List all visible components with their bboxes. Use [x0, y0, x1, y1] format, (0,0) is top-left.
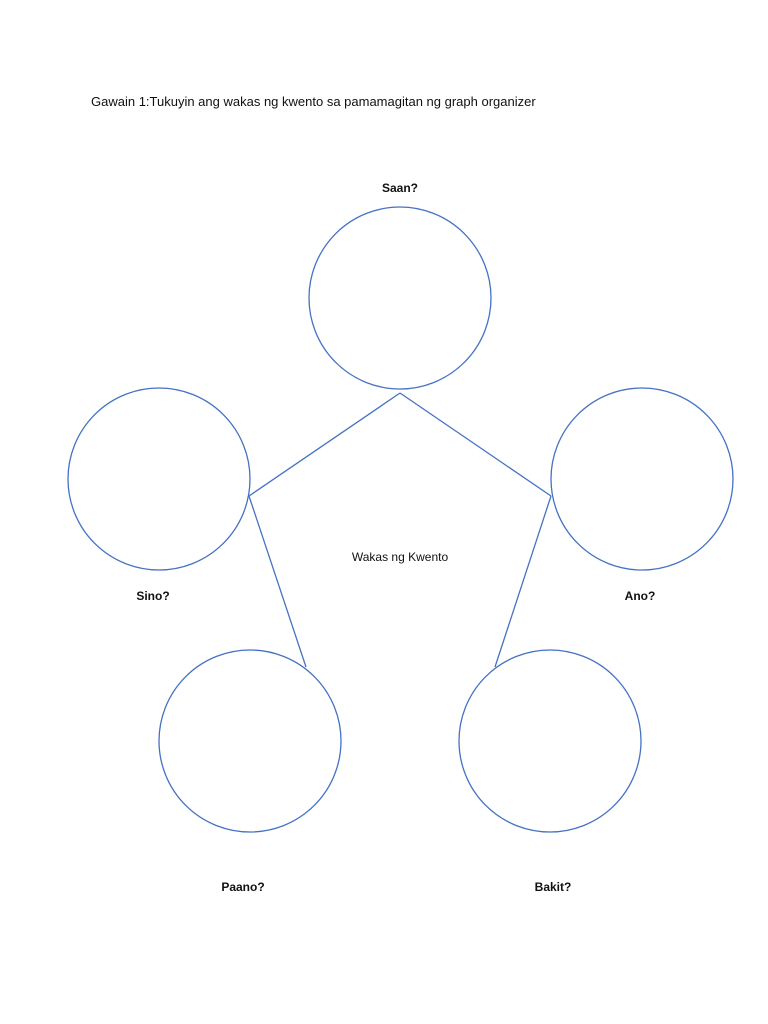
label-saan: Saan? — [381, 181, 419, 195]
circle-ano[interactable] — [550, 387, 734, 571]
connector-ano-bakit — [494, 495, 552, 668]
connector-saan-ano — [399, 392, 552, 497]
label-ano: Ano? — [624, 589, 656, 603]
circle-paano[interactable] — [158, 649, 342, 833]
connector-saan-sino — [248, 392, 401, 497]
label-bakit: Bakit? — [534, 880, 572, 894]
circle-sino[interactable] — [67, 387, 251, 571]
circle-bakit[interactable] — [458, 649, 642, 833]
connector-sino-paano — [248, 495, 307, 668]
center-label: Wakas ng Kwento — [351, 550, 449, 564]
label-paano: Paano? — [221, 880, 265, 894]
label-sino: Sino? — [136, 589, 170, 603]
page-title: Gawain 1:Tukuyin ang wakas ng kwento sa … — [91, 94, 536, 109]
circle-saan[interactable] — [308, 206, 492, 390]
